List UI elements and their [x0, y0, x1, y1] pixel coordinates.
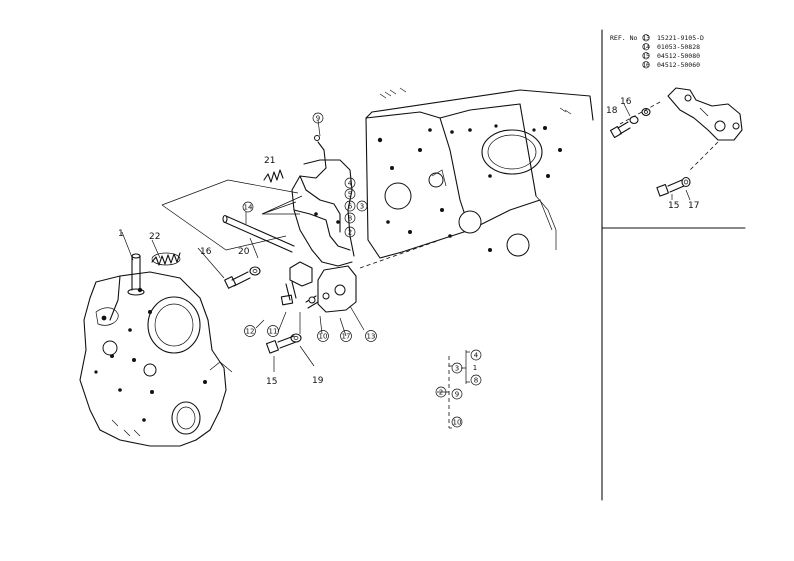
inset-label-16: 16: [620, 97, 632, 107]
shaft-14: [222, 212, 295, 253]
svg-text:8: 8: [474, 377, 478, 385]
shift-fork-assembly: [261, 135, 355, 267]
label-19: 19: [312, 376, 324, 386]
engine-block: [365, 87, 594, 259]
svg-text:17: 17: [342, 333, 351, 341]
svg-text:4: 4: [474, 352, 479, 360]
inset-label-17: 17: [688, 201, 699, 211]
svg-text:15: 15: [642, 52, 650, 60]
ref-heading: REF. No: [610, 34, 637, 42]
circled-label-9: 9: [312, 112, 324, 124]
ref-row-13: 13 15221-9105-D: [642, 34, 704, 42]
svg-text:2: 2: [439, 389, 443, 397]
circled-label-12: 12: [244, 325, 256, 337]
svg-text:10: 10: [453, 419, 462, 427]
svg-text:2: 2: [348, 229, 352, 237]
svg-text:6: 6: [348, 203, 353, 211]
svg-text:14: 14: [244, 204, 253, 212]
inset-label-18: 18: [606, 106, 618, 116]
spring-22: [151, 239, 181, 266]
svg-text:16: 16: [642, 61, 650, 69]
bracket-13: [280, 239, 441, 313]
circled-label-5: 5: [344, 188, 356, 200]
svg-text:12: 12: [246, 328, 255, 336]
label-20: 20: [238, 247, 250, 257]
lever-shaft-1: [121, 231, 145, 296]
ref-row-14: 14 01053-50828: [642, 43, 700, 51]
svg-text:8: 8: [348, 215, 352, 223]
ref-row-15: 15 04512-50080: [642, 52, 700, 60]
circled-label-17: 17: [340, 330, 352, 342]
circled-label-6: 6: [344, 200, 356, 212]
svg-text:04512-50060: 04512-50060: [657, 61, 700, 69]
svg-text:1: 1: [473, 364, 477, 372]
svg-text:3: 3: [455, 365, 459, 373]
inset-bracket-drawing: [609, 87, 743, 201]
svg-text:01053-50828: 01053-50828: [657, 43, 700, 51]
label-22: 22: [149, 232, 160, 242]
gear-case: [79, 271, 233, 447]
spring-21: [263, 169, 284, 183]
assembly-tree: 2 3 9 10 4 1 8: [435, 349, 482, 429]
svg-text:4: 4: [348, 180, 353, 188]
circled-label-10: 10: [317, 330, 329, 342]
circled-label-11: 11: [267, 325, 279, 337]
svg-text:13: 13: [367, 333, 376, 341]
label-15: 15: [266, 377, 277, 387]
svg-text:04512-50080: 04512-50080: [657, 52, 700, 60]
svg-text:13: 13: [642, 34, 650, 42]
svg-text:10: 10: [319, 333, 328, 341]
circled-label-4: 4: [344, 177, 356, 189]
bracket-line: [161, 179, 299, 251]
svg-text:11: 11: [269, 328, 278, 336]
svg-text:5: 5: [348, 191, 352, 199]
svg-text:9: 9: [455, 391, 459, 399]
circled-label-14: 14: [242, 201, 254, 213]
inset-label-15: 15: [668, 201, 679, 211]
circled-label-2: 2: [344, 226, 356, 238]
reference-box: REF. No 13 15221-9105-D 14 01053-50828 15 0…: [610, 34, 704, 69]
label-1: 1: [118, 229, 124, 239]
ref-row-16: 16 04512-50060: [642, 61, 700, 69]
svg-text:3: 3: [360, 203, 364, 211]
label-21: 21: [264, 156, 275, 166]
svg-text:15221-9105-D: 15221-9105-D: [657, 34, 704, 42]
circled-label-13: 13: [365, 330, 377, 342]
svg-text:9: 9: [316, 115, 320, 123]
bolt-15: [265, 333, 302, 354]
circled-label-3: 3: [356, 200, 368, 212]
circled-label-8: 8: [344, 212, 356, 224]
label-16: 16: [200, 247, 212, 257]
bolt-16: [224, 266, 261, 289]
svg-text:14: 14: [642, 43, 650, 51]
